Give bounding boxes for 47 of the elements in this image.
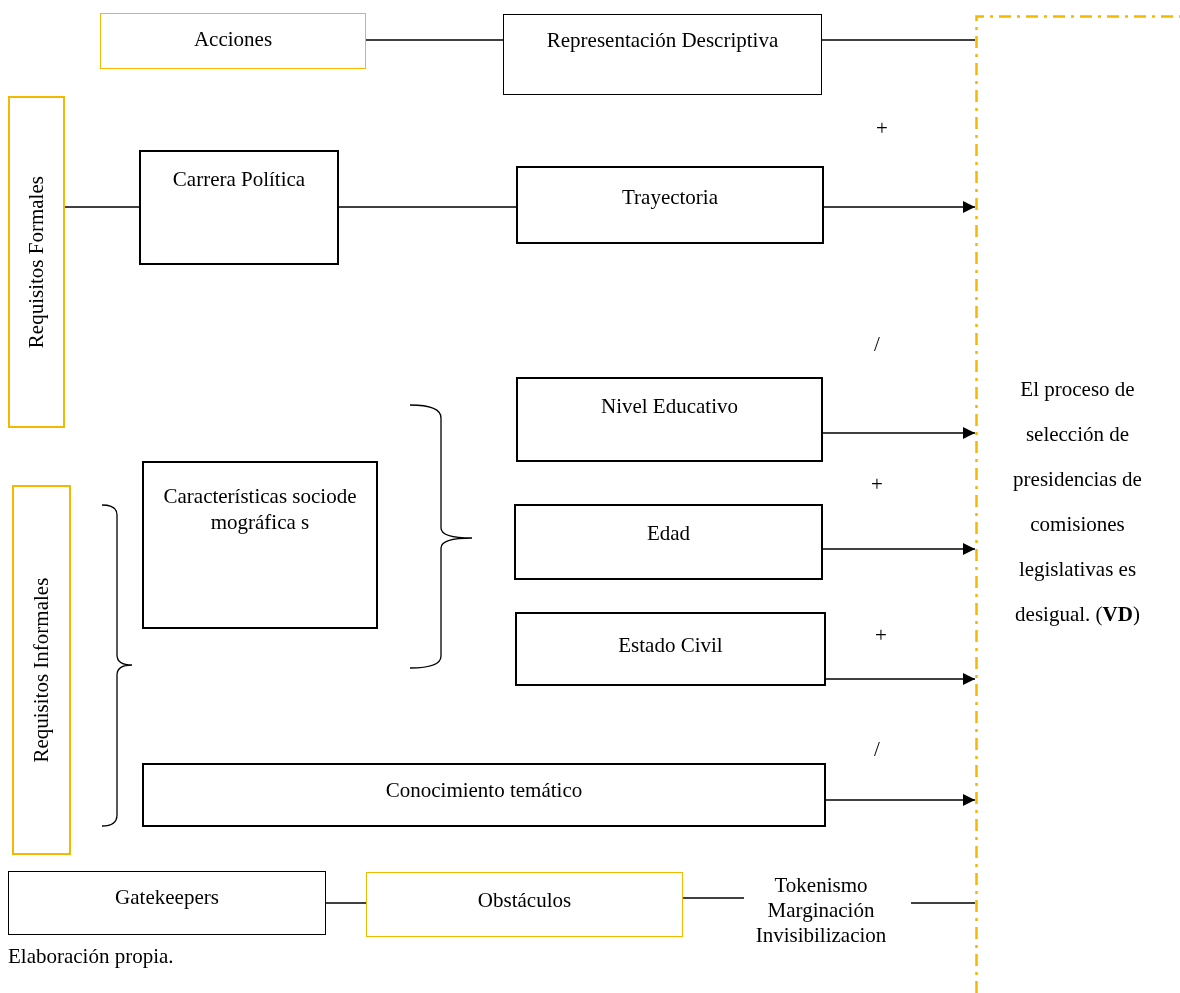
node-text: Tokenismo Marginación Invisibilizacion [754, 873, 888, 949]
process-box [142, 763, 826, 827]
box-label: Características sociodemográfica s [162, 483, 358, 536]
arrow [825, 673, 976, 685]
dependent-variable-region [975, 15, 1180, 993]
process-box [8, 871, 326, 935]
source-note: Elaboración propia. [8, 944, 174, 970]
process-box [516, 166, 824, 244]
sign-label: / [874, 737, 880, 763]
connector-line [682, 897, 745, 899]
arrow [825, 794, 976, 806]
connector-line [910, 902, 976, 904]
process-box [142, 461, 378, 629]
box-label: Trayectoria [622, 184, 718, 211]
box-label: Representación Descriptiva [546, 27, 779, 54]
process-box [516, 377, 823, 462]
sign-label: + [876, 116, 888, 142]
arrow [822, 543, 976, 555]
concept-box [8, 96, 65, 428]
box-label: Gatekeepers [115, 884, 219, 911]
process-box [515, 612, 826, 686]
connector-line [365, 39, 504, 41]
box-label: Conocimiento temático [385, 777, 583, 804]
process-box [503, 14, 822, 95]
box-label: Obstáculos [477, 887, 572, 914]
connector-line [64, 206, 140, 208]
sign-label: + [875, 623, 887, 649]
concept-box [366, 872, 683, 937]
box-label: El proceso de selección de presidencias de comisiones legislativas es desigual. (VD) [1012, 376, 1143, 628]
box-label: Nivel Educativo [600, 393, 738, 420]
arrow [822, 427, 976, 439]
box-label: Acciones [193, 26, 273, 53]
process-box [514, 504, 823, 580]
concept-box [100, 13, 366, 69]
connector-line [338, 206, 517, 208]
arrow [823, 201, 976, 213]
box-label: Edad [646, 520, 691, 547]
concept-box [12, 485, 71, 855]
process-box [139, 150, 339, 265]
connector-line [821, 39, 976, 41]
box-label: Carrera Política [172, 166, 306, 193]
connector-line [325, 902, 367, 904]
box-label: Requisitos Informales [28, 577, 55, 763]
sign-label: + [871, 472, 883, 498]
sign-label: / [874, 332, 880, 358]
box-label: Estado Civil [618, 632, 723, 659]
box-label: Requisitos Formales [23, 175, 50, 349]
